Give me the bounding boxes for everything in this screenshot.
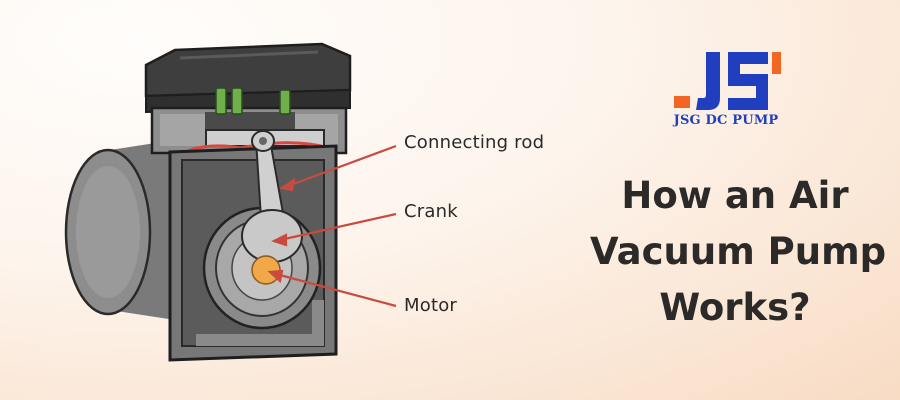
motor-cylinder [64, 140, 175, 320]
motor-label: Motor [404, 295, 458, 316]
page-headline: How an Air Vacuum Pump Works? [590, 168, 887, 336]
connecting-rod-label: Connecting rod [404, 132, 545, 153]
headline-line-2: Vacuum Pump [590, 230, 887, 273]
pump-top-cap [144, 42, 352, 114]
jsg-logo-mark [674, 52, 781, 110]
motor-shaft [251, 255, 281, 285]
headline-line-3: Works? [659, 286, 811, 329]
crank-label: Crank [404, 201, 458, 222]
valve-chamber [150, 106, 348, 155]
callout-lines [267, 144, 397, 308]
green-valves [215, 87, 291, 115]
headline-line-1: How an Air [621, 174, 849, 217]
connecting-rod [241, 130, 303, 263]
brand-name: JSG DC PUMP [673, 113, 779, 128]
